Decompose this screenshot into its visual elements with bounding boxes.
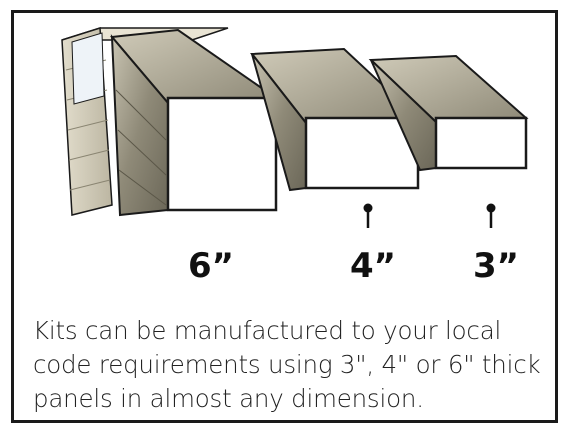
pointer-4-inch (363, 203, 373, 228)
caption-line-3: panels in almost any dimension. (33, 384, 424, 413)
pointer-3-inch (486, 203, 496, 228)
caption-line-1: Kits can be manufactured to your local (33, 316, 502, 345)
label-4-inch: 4” (350, 246, 396, 286)
panel-6-face (166, 96, 278, 212)
label-3-inch: 3” (473, 246, 519, 286)
caption: Kits can be manufactured to your local c… (33, 314, 553, 416)
panel-4-face (304, 116, 420, 190)
caption-line-2: code requirements using 3", 4" or 6" thi… (33, 350, 541, 379)
panel-3-face (434, 116, 528, 170)
panel-4-inch (250, 47, 421, 192)
panel-6-inch (61, 26, 279, 217)
panel-3-inch (368, 54, 529, 172)
label-6-inch: 6” (188, 246, 234, 286)
